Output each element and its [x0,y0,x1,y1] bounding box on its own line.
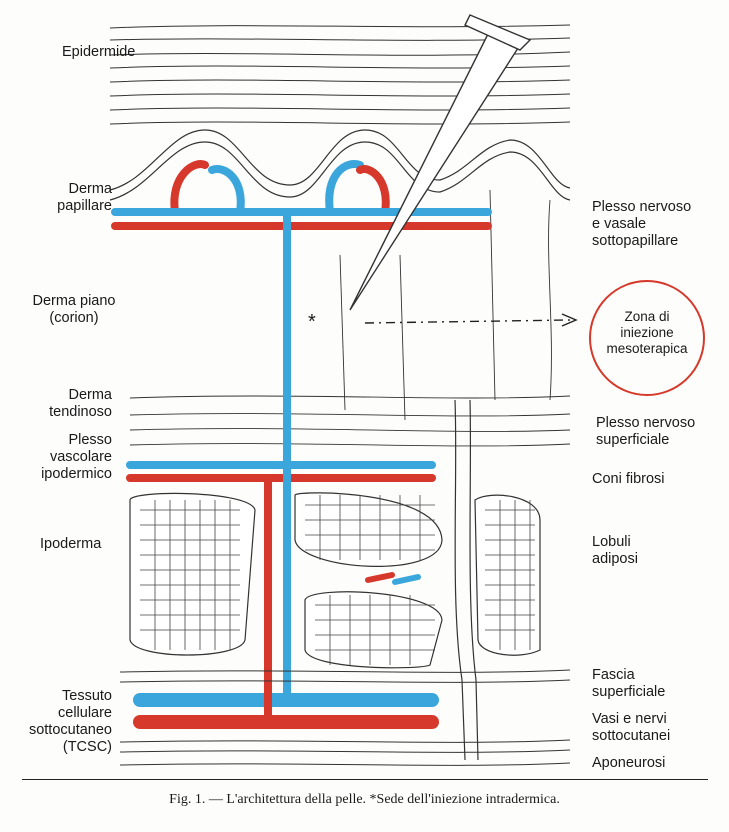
label-zona-l3: mesoterapica [606,341,688,356]
label-vasi-nervi: Vasi e nervi sottocutanei [592,711,670,745]
label-plesso-sottopapillare-l2: e vasale [592,216,647,232]
label-plesso-sottopapillare: Plesso nervoso e vasale sottopapillare [592,199,691,250]
label-derma-tendinoso: Derma tendinoso [20,387,112,421]
label-tcsc-l2: cellulare [58,705,112,721]
subcutaneous-vessels [133,693,439,729]
fascia-lines [119,669,571,766]
label-derma-piano-l2: (corion) [49,310,99,326]
label-plesso-superficiale-l2: superficiale [596,432,670,448]
label-lobuli-adiposi-l2: adiposi [592,551,638,567]
label-vasi-nervi-l2: sottocutanei [592,728,671,744]
papillary-ridge [109,129,571,201]
small-artery [365,572,395,583]
label-derma-papillare-l1: Derma [68,181,112,197]
injection-zone-circle [589,280,705,396]
fat-lobules [129,492,541,669]
label-plesso-vascolare-l2: vascolare [49,449,112,465]
label-zona-l1: Zona di [624,309,670,324]
label-zona-l2: iniezione [620,325,674,340]
label-plesso-superficiale: Plesso nervoso superficiale [596,415,695,449]
derma-fibres [129,189,571,447]
label-tcsc: Tessuto cellulare sottocutaneo (TCSC) [14,688,112,756]
injection-arrow [364,319,571,324]
label-aponeurosi: Aponeurosi [592,755,666,771]
label-tcsc-l4: (TCSC) [62,739,112,755]
subpapillary-plexus [111,208,492,230]
label-ipoderma: Ipoderma [40,536,102,552]
label-derma-piano: Derma piano (corion) [14,293,134,327]
label-zona-iniezione: Zona di iniezione mesoterapica [590,309,704,357]
label-derma-piano-l1: Derma piano [32,293,116,309]
label-plesso-superficiale-l1: Plesso nervoso [596,415,696,431]
label-lobuli-adiposi: Lobuli adiposi [592,534,638,568]
label-fascia-l1: Fascia [592,667,635,683]
label-derma-papillare: Derma papillare [20,181,112,215]
label-derma-papillare-l2: papillare [57,198,112,214]
label-derma-tendinoso-l2: tendinoso [49,404,112,420]
label-epidermide: Epidermide [62,44,136,60]
label-plesso-sottopapillare-l3: sottopapillare [592,233,679,249]
nerve-trunk-2 [469,399,479,761]
arrow-head [561,313,578,327]
asterisk-marker: * [308,311,316,333]
nerve-trunk [454,399,466,761]
caption-rule [22,779,708,780]
papillary-vessels [170,160,390,216]
small-vein [392,574,421,585]
label-fascia-l2: superficiale [592,684,666,700]
label-plesso-vascolare: Plesso vascolare ipodermico [10,432,112,483]
figure-caption: Fig. 1. — L'architettura della pelle. *S… [169,792,560,807]
label-lobuli-adiposi-l1: Lobuli [592,534,631,550]
label-fascia: Fascia superficiale [592,667,665,701]
label-plesso-sottopapillare-l1: Plesso nervoso [592,199,692,215]
fat-cells [140,495,535,665]
label-coni-fibrosi: Coni fibrosi [592,471,665,487]
label-plesso-vascolare-l1: Plesso [68,432,112,448]
label-vasi-nervi-l1: Vasi e nervi [592,711,667,727]
needle [349,14,532,311]
label-plesso-vascolare-l3: ipodermico [41,466,112,482]
label-tcsc-l1: Tessuto [62,688,112,704]
hypodermic-plexus [126,461,436,482]
label-tcsc-l3: sottocutaneo [28,722,112,738]
label-derma-tendinoso-l1: Derma [68,387,112,403]
epidermis-layer [109,24,571,125]
